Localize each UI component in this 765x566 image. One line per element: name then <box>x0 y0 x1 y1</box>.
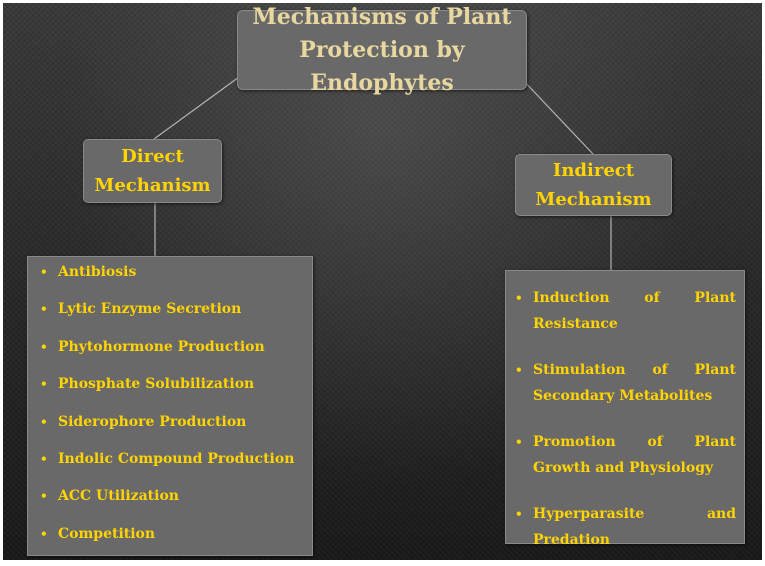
bullet-icon: • <box>515 363 523 377</box>
list-item: • Antibiosis <box>38 262 304 299</box>
direct-mechanism-box: Direct Mechanism <box>83 139 222 203</box>
indirect-mechanism-heading: Indirect Mechanism <box>535 160 652 210</box>
list-item-label: Competition <box>58 525 156 542</box>
connector-lines <box>153 76 612 270</box>
indirect-mechanism-box: Indirect Mechanism <box>515 154 672 216</box>
list-item: • Induction of Plant Resistance <box>513 285 736 337</box>
list-item: • Hyperparasite and Predation <box>513 501 736 553</box>
list-item-label: Antibiosis <box>58 264 137 280</box>
diagram-title: Mechanisms of Plant Protection by Endoph… <box>252 3 512 96</box>
list-item-label: Phytohormone Production <box>58 338 265 355</box>
connector-title-to-indirect <box>521 78 594 155</box>
list-item: • ACC Utilization <box>38 486 304 523</box>
list-item: • Stimulation of Plant Secondary Metaboli… <box>513 357 736 409</box>
list-item-label: Phosphate Solubilization <box>58 376 255 393</box>
list-item-label: Stimulation of Plant Secondary Metabolit… <box>533 362 736 404</box>
bullet-icon: • <box>40 302 48 317</box>
bullet-icon: • <box>515 435 523 449</box>
list-item: • Lytic Enzyme Secretion <box>38 299 304 336</box>
list-item: • Indolic Compound Production <box>38 449 304 486</box>
bullet-icon: • <box>40 451 48 466</box>
direct-mechanism-list-box: • Antibiosis • Lytic Enzyme Secretion • Phy… <box>27 256 313 556</box>
bullet-icon: • <box>515 507 523 521</box>
list-item-label: Induction of Plant Resistance <box>533 290 736 332</box>
bullet-icon: • <box>40 489 48 504</box>
list-item-label: Indolic Compound Production <box>58 450 295 467</box>
indirect-mechanism-list: • Induction of Plant Resistance • Stimulat… <box>513 285 736 553</box>
list-item: • Competition <box>38 524 304 560</box>
list-item-label: ACC Utilization <box>58 488 179 505</box>
connector-title-to-direct <box>153 76 240 140</box>
list-item: • Siderophore Production <box>38 412 304 449</box>
direct-mechanism-list: • Antibiosis • Lytic Enzyme Secretion • Phy… <box>38 262 304 560</box>
direct-mechanism-heading: Direct Mechanism <box>94 146 211 196</box>
list-item-label: Promotion of Plant Growth and Physiology <box>533 434 736 476</box>
diagram-canvas: Mechanisms of Plant Protection by Endoph… <box>3 3 762 560</box>
list-item-label: Lytic Enzyme Secretion <box>58 301 242 318</box>
bullet-icon: • <box>515 291 523 305</box>
list-item-label: Siderophore Production <box>58 413 247 430</box>
list-item: • Phosphate Solubilization <box>38 374 304 411</box>
list-item: • Phytohormone Production <box>38 337 304 374</box>
indirect-mechanism-list-box: • Induction of Plant Resistance • Stimulat… <box>505 270 745 548</box>
bullet-icon: • <box>40 526 48 541</box>
title-box: Mechanisms of Plant Protection by Endoph… <box>237 4 527 96</box>
list-item-label: Hyperparasite and Predation <box>533 506 736 548</box>
bullet-icon: • <box>40 339 48 354</box>
bullet-icon: • <box>40 414 48 429</box>
bullet-icon: • <box>40 377 48 392</box>
list-item: • Promotion of Plant Growth and Physiolog… <box>513 429 736 481</box>
bullet-icon: • <box>40 265 48 279</box>
